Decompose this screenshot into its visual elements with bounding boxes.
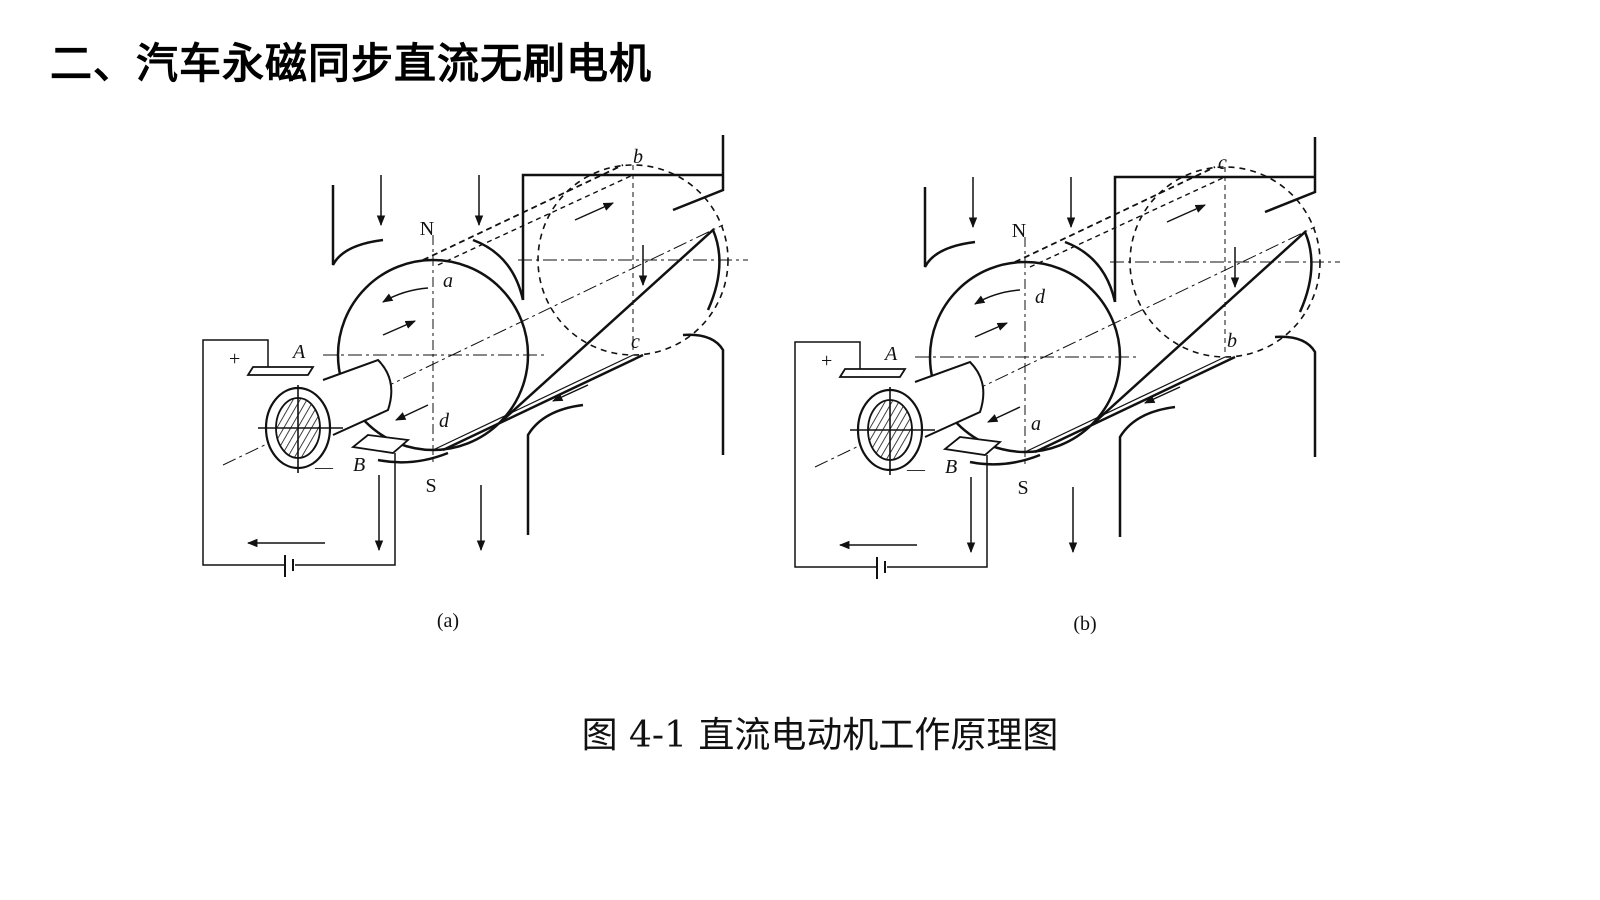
coil-label-bottom-back: c <box>631 331 640 353</box>
panel-b: N S d c b a A B + — (b) <box>795 137 1340 635</box>
brush-b-label: B <box>353 454 365 476</box>
brush-a-label: A <box>291 341 306 363</box>
pole-bottom-label: S <box>425 475 436 497</box>
dc-motor-figure: N S a b c d A B + — (a) N S d c b a A B … <box>0 0 1600 635</box>
coil-label-bottom-back: b <box>1227 330 1237 352</box>
pole-bottom-label: S <box>1017 477 1028 499</box>
coil-label-bottom-front: a <box>1031 413 1041 435</box>
panel-a: N S a b c d A B + — (a) <box>203 135 748 632</box>
minus-sign: — <box>906 459 926 479</box>
pole-top-label: N <box>420 218 434 240</box>
panel-tag: (a) <box>437 610 459 632</box>
panel-tag: (b) <box>1073 613 1096 635</box>
plus-sign: + <box>821 350 832 372</box>
coil-label-top-back: c <box>1218 152 1227 174</box>
coil-label-top-back: b <box>633 146 643 168</box>
figure-caption: 图 4-1 直流电动机工作原理图 <box>581 715 1059 756</box>
plus-sign: + <box>229 348 240 370</box>
minus-sign: — <box>314 457 334 477</box>
slide-title: 二、汽车永磁同步直流无刷电机 <box>50 39 653 88</box>
pole-top-label: N <box>1012 220 1026 242</box>
coil-label-bottom-front: d <box>439 410 450 432</box>
brush-b-label: B <box>945 456 957 478</box>
coil-label-top-front: d <box>1035 286 1046 308</box>
brush-a-label: A <box>883 343 898 365</box>
coil-label-top-front: a <box>443 270 453 292</box>
